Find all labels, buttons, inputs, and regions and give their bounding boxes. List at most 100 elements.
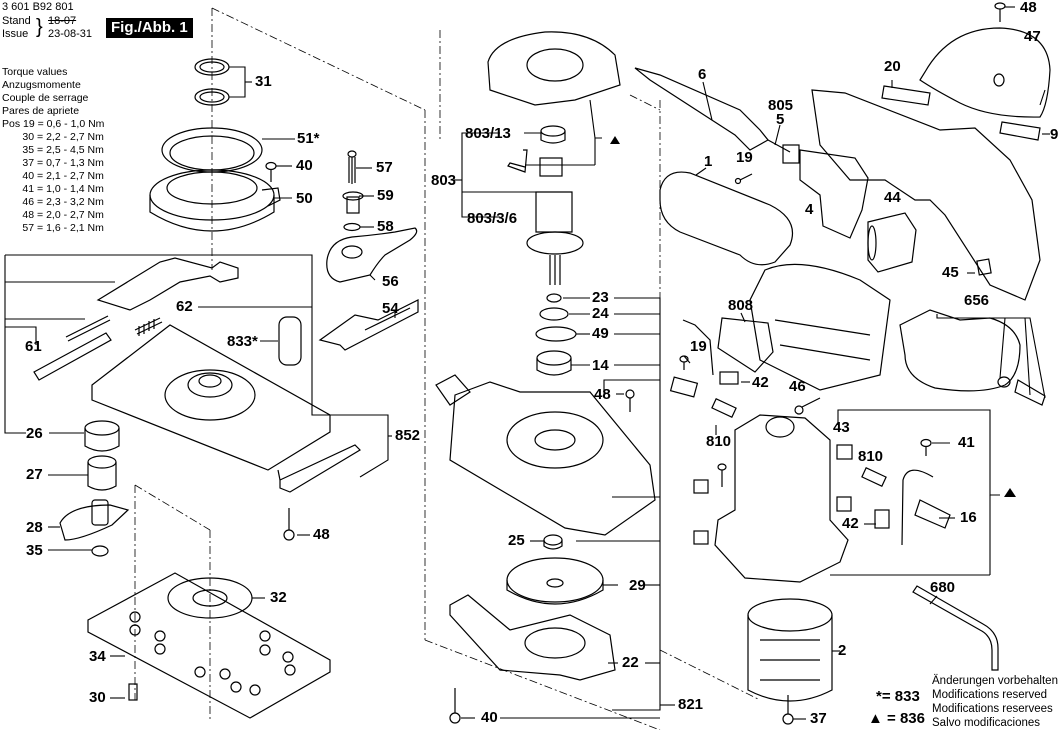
- part-42a-brush-holder: [682, 319, 739, 385]
- part-810a-brush: [711, 398, 737, 418]
- label-46: 46: [789, 378, 806, 395]
- label-14: 14: [592, 357, 609, 374]
- label-810b: 810: [858, 448, 884, 465]
- label-48c: 48: [1020, 0, 1037, 16]
- label-31: 31: [255, 73, 272, 90]
- label-27: 27: [26, 466, 43, 483]
- part-852-bracket: [277, 444, 361, 493]
- torque-row: 46 = 2,3 - 3,2 Nm: [2, 196, 104, 208]
- part-57-screw: [347, 150, 357, 184]
- part-9-label: [999, 121, 1041, 141]
- label-803-13: 803/13: [465, 125, 511, 142]
- label-56: 56: [382, 273, 399, 290]
- part-59-bushing: [342, 191, 364, 214]
- label-47: 47: [1024, 28, 1041, 45]
- part-45-nut: [976, 258, 992, 276]
- torque-title-es: Pares de apriete: [2, 105, 80, 117]
- triangle-icon: [610, 136, 620, 144]
- legend-triangle-key: ▲ = 836: [868, 710, 925, 727]
- part-bushes: [693, 479, 852, 545]
- part-48c-screw: [994, 2, 1006, 22]
- triangle-markers: [610, 136, 1016, 497]
- part-27-sleeve: [87, 455, 117, 491]
- label-48: 48: [313, 526, 330, 543]
- label-49: 49: [592, 325, 609, 342]
- old-date: 18-07: [48, 15, 77, 27]
- torque-row: 41 = 1,0 - 1,4 Nm: [2, 183, 104, 195]
- label-40b: 40: [481, 709, 498, 726]
- torque-title-de: Anzugsmomente: [2, 79, 81, 91]
- issue-date: 23-08-31: [48, 28, 93, 40]
- label-54: 54: [382, 300, 399, 317]
- label-2: 2: [838, 642, 847, 659]
- torque-row: 35 = 2,5 - 4,5 Nm: [2, 144, 104, 156]
- leader-lines: [4, 6, 1050, 720]
- part-28-eccentric: [59, 499, 130, 541]
- label-656: 656: [964, 292, 990, 309]
- label-42: 42: [752, 374, 769, 391]
- part-16-contact: [914, 499, 951, 529]
- part-42b-brush-holder: [874, 469, 934, 546]
- part-37-screw: [782, 695, 794, 725]
- label-1: 1: [704, 153, 713, 170]
- label-16: 16: [960, 509, 977, 526]
- label-803-3-6: 803/3/6: [467, 210, 518, 227]
- part-motor-housing: [714, 414, 849, 583]
- label-35: 35: [26, 542, 43, 559]
- label-810: 810: [706, 433, 732, 450]
- part-gear-housing: [435, 374, 656, 536]
- label-22: 22: [622, 654, 639, 671]
- label-25: 25: [508, 532, 525, 549]
- part-803-13-bearing: [540, 125, 566, 144]
- part-number: 3 601 B92 801: [2, 1, 74, 13]
- part-40b-screw: [449, 688, 461, 724]
- part-47-cover: [919, 27, 1051, 118]
- part-810b-brush: [861, 467, 887, 487]
- part-62-pin: [65, 315, 111, 342]
- part-680-hex-key: [912, 585, 999, 671]
- label-58: 58: [377, 218, 394, 235]
- triangle-icon: [1004, 488, 1016, 497]
- brace: }: [36, 16, 43, 38]
- part-852-baseplate: [91, 324, 331, 471]
- torque-row: Pos 19 = 0,6 - 1,0 Nm: [2, 118, 105, 130]
- label-59: 59: [377, 187, 394, 204]
- label-30: 30: [89, 689, 106, 706]
- part-44-speed-dial: [867, 212, 917, 273]
- part-49-circlip: [535, 326, 577, 342]
- label-51: 51*: [297, 130, 320, 147]
- part-23-ring: [546, 293, 562, 303]
- label-19b: 19: [690, 338, 707, 355]
- part-34-pad: [87, 572, 331, 719]
- label-62: 62: [176, 298, 193, 315]
- part-803-3-6-armature: [526, 157, 584, 285]
- label-24: 24: [592, 305, 609, 322]
- part-808-label: [717, 317, 774, 373]
- torque-title-fr: Couple de serrage: [2, 92, 89, 104]
- part-48-screw: [283, 508, 295, 541]
- label-34: 34: [89, 648, 106, 665]
- label-19: 19: [736, 149, 753, 166]
- part-24-washer: [539, 307, 569, 321]
- part-clip: [507, 149, 528, 173]
- stand-label: Stand: [2, 15, 31, 27]
- label-26: 26: [26, 425, 43, 442]
- part-41-screw: [920, 438, 932, 456]
- label-42b: 42: [842, 515, 859, 532]
- assembly-axis-lines: [134, 7, 761, 730]
- label-9: 9: [1050, 126, 1059, 143]
- label-37: 37: [810, 710, 827, 727]
- part-31-seal-rings: [194, 58, 230, 106]
- part-54-plate: [318, 299, 419, 351]
- label-61: 61: [25, 338, 42, 355]
- label-821: 821: [678, 696, 704, 713]
- part-29-fan: [506, 557, 604, 605]
- part-gear-motor-housing: [749, 263, 891, 391]
- part-35-nut: [91, 545, 109, 557]
- torque-row: 48 = 2,0 - 2,7 Nm: [2, 209, 104, 221]
- part-40-screw: [265, 161, 277, 182]
- label-20: 20: [884, 58, 901, 75]
- part-656-handle: [899, 309, 1046, 406]
- part-56-lever: [326, 227, 418, 283]
- legend-note-fr: Modifications reservees: [932, 703, 1053, 715]
